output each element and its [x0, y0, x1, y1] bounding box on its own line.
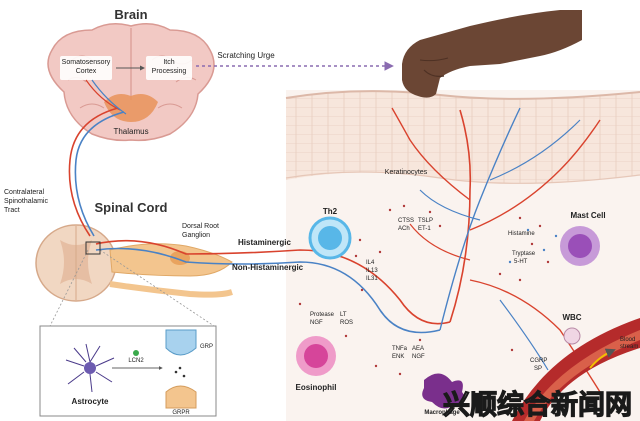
- thalamus-region: [104, 94, 158, 122]
- mediator-lt: LT: [340, 312, 347, 318]
- non-histaminergic-nerve: [95, 247, 441, 334]
- mediator-ngf-eos: NGF: [310, 320, 323, 326]
- ascending-blue-nerve: [74, 111, 125, 237]
- non-histaminergic-label: Non-Histaminergic: [232, 263, 304, 272]
- synapse-inset: Astrocyte LCN2 GRP GRPR: [39, 241, 217, 417]
- histaminergic-nerve: [95, 239, 451, 325]
- somatosensory-label: Somatosensory: [62, 59, 111, 66]
- spinal-cord-title: Spinal Cord: [95, 200, 168, 215]
- mediator-dots-blue: [508, 228, 558, 264]
- contralateral-label: Contralateral: [4, 189, 45, 196]
- drg-label: Dorsal Root: [182, 223, 219, 230]
- mast-cell: Mast Cell Histamine Tryptase 5-HT: [508, 211, 606, 266]
- mediator-tslp: TSLP: [418, 218, 433, 224]
- mediator-protease: Protease: [310, 312, 335, 318]
- keratinocytes-label: Keratinocytes: [385, 169, 428, 176]
- blood-label: Blood: [620, 337, 635, 343]
- mediator-ros: ROS: [340, 320, 353, 326]
- keratinocyte-mediators: CTSS TSLP ACh ET-1: [398, 218, 433, 232]
- mediator-cgrp: CGRP: [530, 358, 547, 364]
- grp-label: GRP: [200, 344, 213, 350]
- mediator-ctss: CTSS: [398, 218, 414, 224]
- nerve-pathways: [68, 79, 601, 393]
- mediator-ach: ACh: [398, 226, 410, 232]
- wbc-label: WBC: [562, 313, 581, 322]
- tract-label: Tract: [4, 207, 20, 214]
- mediator-5ht: 5-HT: [514, 259, 528, 265]
- blood-vessel: Blood stream WBC CGRP SP: [512, 313, 640, 421]
- scratching-hand: [402, 10, 582, 98]
- mediator-enk: ENK: [392, 354, 404, 360]
- lcn2-label: LCN2: [128, 358, 144, 364]
- mediator-sp: SP: [534, 366, 542, 372]
- macrophage-label: Macrophage: [424, 410, 460, 416]
- dermal-junction: [285, 171, 640, 184]
- mediator-tnfa: TNFa: [392, 346, 408, 352]
- eosinophil: Protease LT NGF ROS Eosinophil: [296, 312, 353, 392]
- mediator-aea: AEA: [412, 346, 424, 352]
- itch-processing-label: Processing: [152, 68, 187, 75]
- cortex-label: Cortex: [76, 68, 97, 75]
- mediator-il31: IL31: [366, 276, 378, 282]
- eosinophil-label: Eosinophil: [296, 383, 337, 392]
- thalamus-label: Thalamus: [113, 127, 148, 136]
- mediator-il13: IL13: [366, 268, 378, 274]
- mediator-il4: IL4: [366, 260, 375, 266]
- ascending-red-nerve: [68, 107, 119, 237]
- ganglion-label: Ganglion: [182, 232, 210, 239]
- mediator-tryptase: Tryptase: [512, 251, 536, 257]
- grpr-label: GRPR: [172, 410, 190, 416]
- skin-surface: [285, 90, 640, 100]
- astrocyte-label: Astrocyte: [72, 397, 109, 406]
- mast-cell-label: Mast Cell: [570, 211, 605, 220]
- hand-shape: [402, 10, 582, 98]
- histaminergic-label: Histaminergic: [238, 238, 291, 247]
- mediator-et1: ET-1: [418, 226, 431, 232]
- mediator-histamine: Histamine: [508, 231, 535, 237]
- spinothalamic-label: Spinothalamic: [4, 198, 48, 205]
- stream-label: stream: [620, 344, 638, 350]
- th2-cell: Th2 IL4 IL13 IL31: [308, 207, 378, 282]
- astrocyte-icon: [65, 343, 115, 393]
- epidermis-layer: [286, 91, 640, 184]
- watermark: 兴顺综合新闻网: [443, 389, 632, 421]
- itch-label: Itch: [163, 59, 174, 66]
- macrophage: TNFa AEA ENK NGF Macrophage: [392, 346, 465, 416]
- brain-title: Brain: [114, 7, 147, 22]
- th2-label: Th2: [323, 207, 338, 216]
- dorsal-root-ganglion: Dorsal Root Ganglion: [109, 223, 233, 298]
- mediator-ngf-mac: NGF: [412, 354, 425, 360]
- brain: Brain Somatosensory Cortex Itch Processi…: [47, 7, 215, 142]
- mediator-dots: [298, 204, 550, 376]
- scratching-urge-label: Scratching Urge: [217, 51, 275, 60]
